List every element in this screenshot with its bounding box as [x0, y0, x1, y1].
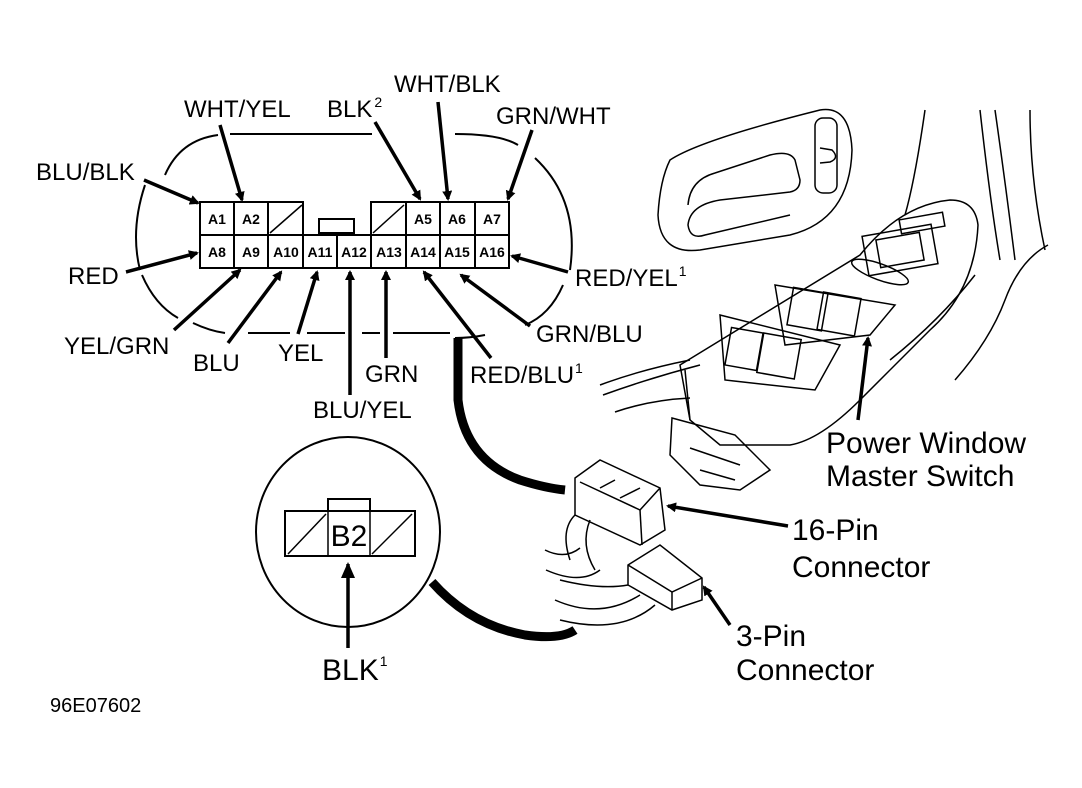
label-16pin-line2: Connector — [792, 551, 930, 584]
arrow-yel-grn — [172, 268, 242, 332]
label-grn-wht: GRN/WHT — [496, 103, 611, 130]
label-3pin-line2: Connector — [736, 654, 874, 687]
label-blu: BLU — [193, 350, 240, 377]
pin-a15: A15 — [444, 244, 470, 260]
label-red-yel: RED/YEL1 — [575, 263, 687, 292]
pin-a1: A1 — [208, 211, 226, 227]
arrow-blk2 — [373, 121, 422, 201]
plug-3pin-illustration — [554, 544, 703, 626]
door-handle-illustration — [657, 108, 853, 252]
arrow-master-switch — [856, 336, 872, 421]
connector-16pin-face: A1 A2 A5 A6 A7 A8 A9 A10 A11 A12 A13 A14… — [199, 201, 510, 269]
label-grn-blu: GRN/BLU — [536, 321, 643, 348]
arrow-wht-yel — [218, 124, 245, 202]
diagram-id: 96E07602 — [50, 695, 141, 717]
label-yel-grn: YEL/GRN — [64, 333, 169, 360]
connector-3pin-view: B2 — [255, 436, 441, 628]
arrow-wht-blk — [436, 101, 453, 201]
pin-a14: A14 — [410, 244, 436, 260]
arrow-red-blu — [422, 270, 493, 360]
label-blu-yel: BLU/YEL — [313, 397, 412, 424]
arrow-blu — [226, 270, 283, 345]
label-wht-yel: WHT/YEL — [184, 96, 291, 123]
label-red: RED — [68, 263, 119, 290]
arrow-yel — [296, 270, 320, 335]
label-blu-blk: BLU/BLK — [36, 159, 135, 186]
harness-16pin — [453, 338, 566, 495]
connector-view-outline — [135, 133, 573, 339]
pin-a6: A6 — [448, 211, 466, 227]
door-panel-contours — [599, 109, 1049, 413]
arrow-grn-blu — [459, 273, 532, 328]
arrow-3pin — [702, 585, 732, 626]
pin-a10: A10 — [273, 244, 299, 260]
label-16pin-line1: 16-Pin — [792, 514, 879, 547]
arrow-red — [125, 250, 199, 274]
arrow-red-yel — [510, 253, 569, 274]
label-grn: GRN — [365, 361, 418, 388]
pin-a9: A9 — [242, 244, 260, 260]
label-master-switch-line1: Power Window — [826, 427, 1026, 460]
plug-16pin-illustration — [544, 459, 666, 579]
arrow-blu-blk — [143, 178, 200, 205]
pin-a13: A13 — [376, 244, 402, 260]
label-master-switch-line2: Master Switch — [826, 460, 1014, 493]
label-3pin-line1: 3-Pin — [736, 620, 806, 653]
pin-a11: A11 — [308, 244, 333, 260]
pin-b2: B2 — [331, 520, 368, 553]
pin-a2: A2 — [242, 211, 260, 227]
arrow-16pin — [666, 502, 789, 528]
label-yel: YEL — [278, 340, 323, 367]
pin-a7: A7 — [483, 211, 501, 227]
master-switch-illustration — [669, 199, 979, 491]
pin-a12: A12 — [341, 244, 367, 260]
label-blk1: BLK1 — [322, 653, 388, 687]
label-wht-blk: WHT/BLK — [394, 71, 501, 98]
label-red-blu: RED/BLU1 — [470, 360, 583, 389]
pin-a8: A8 — [208, 244, 226, 260]
harness-3pin — [428, 579, 578, 642]
pin-a16: A16 — [479, 244, 505, 260]
arrow-grn-wht — [505, 129, 534, 201]
pin-a5: A5 — [414, 211, 432, 227]
